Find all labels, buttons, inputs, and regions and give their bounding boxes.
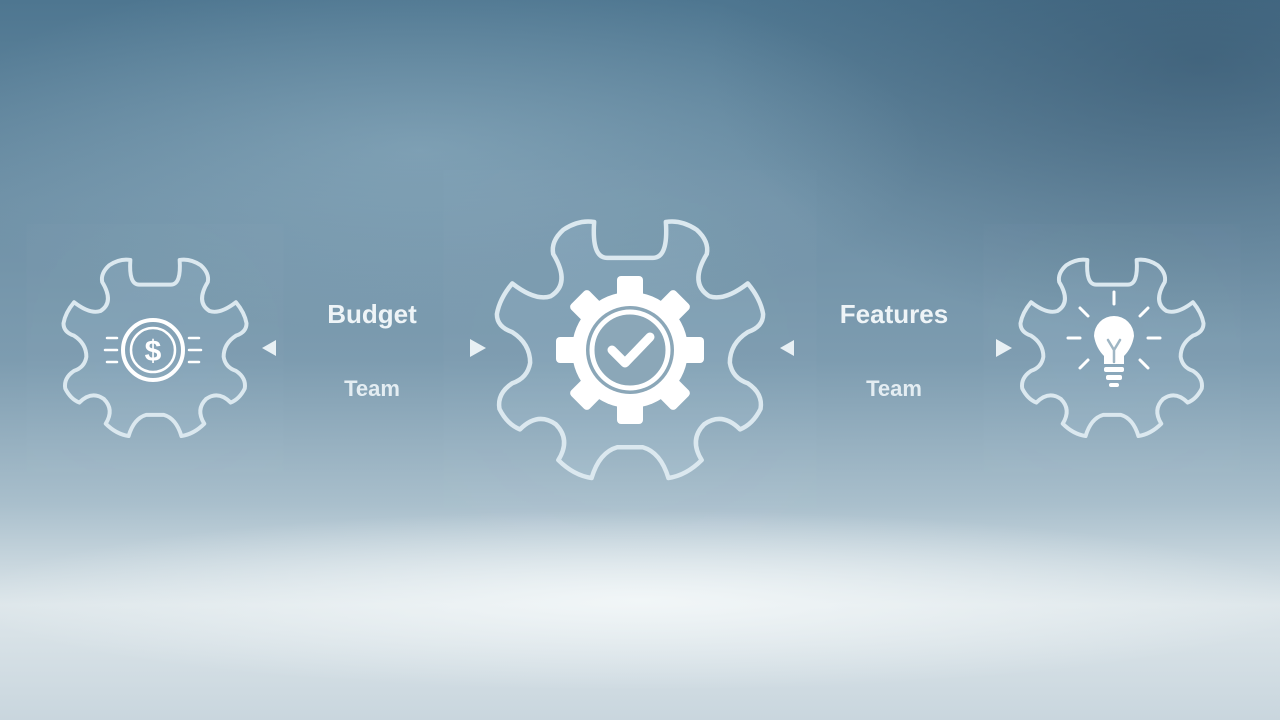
gear-check-icon [556, 276, 704, 424]
arrow-right-icon [996, 339, 1012, 357]
arrow-right-icon [470, 339, 486, 357]
connector-features: Features Team [780, 299, 1012, 401]
connector-budget: Budget Team [262, 299, 486, 401]
lightbulb-icon [1066, 290, 1162, 387]
connector-bottom-label: Team [344, 376, 400, 401]
arrow-left-icon [262, 340, 276, 356]
svg-text:$: $ [145, 335, 162, 368]
connector-top-label: Budget [327, 299, 417, 329]
connector-top-label: Features [840, 299, 948, 329]
arrow-left-icon [780, 340, 794, 356]
connector-bottom-label: Team [866, 376, 922, 401]
dollar-coin-icon: $ [103, 318, 203, 382]
